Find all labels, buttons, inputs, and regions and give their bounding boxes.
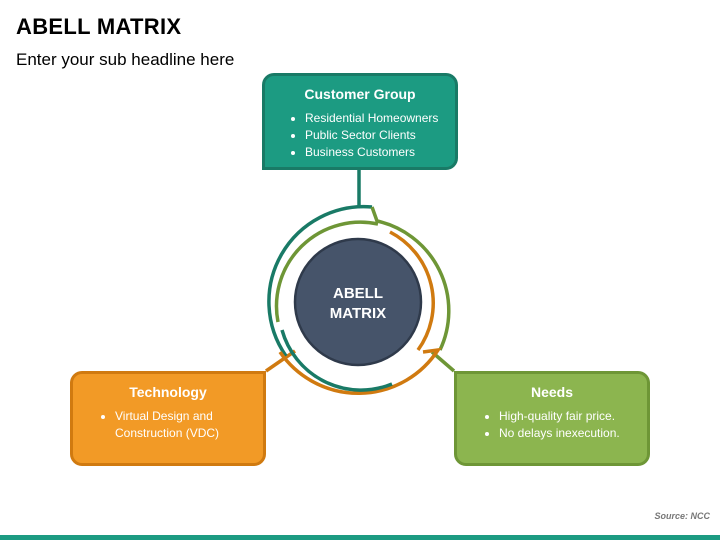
center-label-line1: ABELL (333, 285, 383, 302)
needs-list: High-quality fair price. No delays inexe… (469, 408, 635, 442)
bottom-accent-bar (0, 535, 720, 540)
ring-outer-teal (267, 204, 373, 357)
customer-group-list: Residential Homeowners Public Sector Cli… (277, 110, 443, 161)
ring-inner-teal (280, 329, 393, 392)
ring-outer-orange (278, 347, 442, 395)
ring-inner-green (274, 220, 379, 323)
list-item: Residential Homeowners (305, 110, 443, 127)
ring-outer-green (370, 206, 451, 351)
list-item: Business Customers (305, 144, 443, 161)
ring-inner-orange (389, 230, 435, 352)
center-circle (293, 237, 423, 367)
list-item: No delays inexecution. (499, 425, 635, 442)
needs-title: Needs (530, 384, 574, 400)
technology-list: Virtual Design and Construction (VDC) (85, 408, 251, 442)
list-item: Public Sector Clients (305, 127, 443, 144)
connector-technology (265, 349, 296, 373)
technology-box: Technology Virtual Design and Constructi… (70, 371, 266, 466)
technology-title: Technology (129, 384, 207, 400)
center-label-line2: MATRIX (330, 305, 386, 322)
customer-group-title: Customer Group (304, 86, 416, 102)
page-title: ABELL MATRIX (16, 14, 182, 39)
source-note: Source: NCC (654, 511, 710, 521)
list-item: Virtual Design and Construction (VDC) (115, 408, 251, 442)
needs-box: Needs High-quality fair price. No delays… (454, 371, 650, 466)
customer-group-box: Customer Group Residential Homeowners Pu… (262, 73, 458, 170)
page-subtitle: Enter your sub headline here (16, 50, 235, 69)
list-item: High-quality fair price. (499, 408, 635, 425)
